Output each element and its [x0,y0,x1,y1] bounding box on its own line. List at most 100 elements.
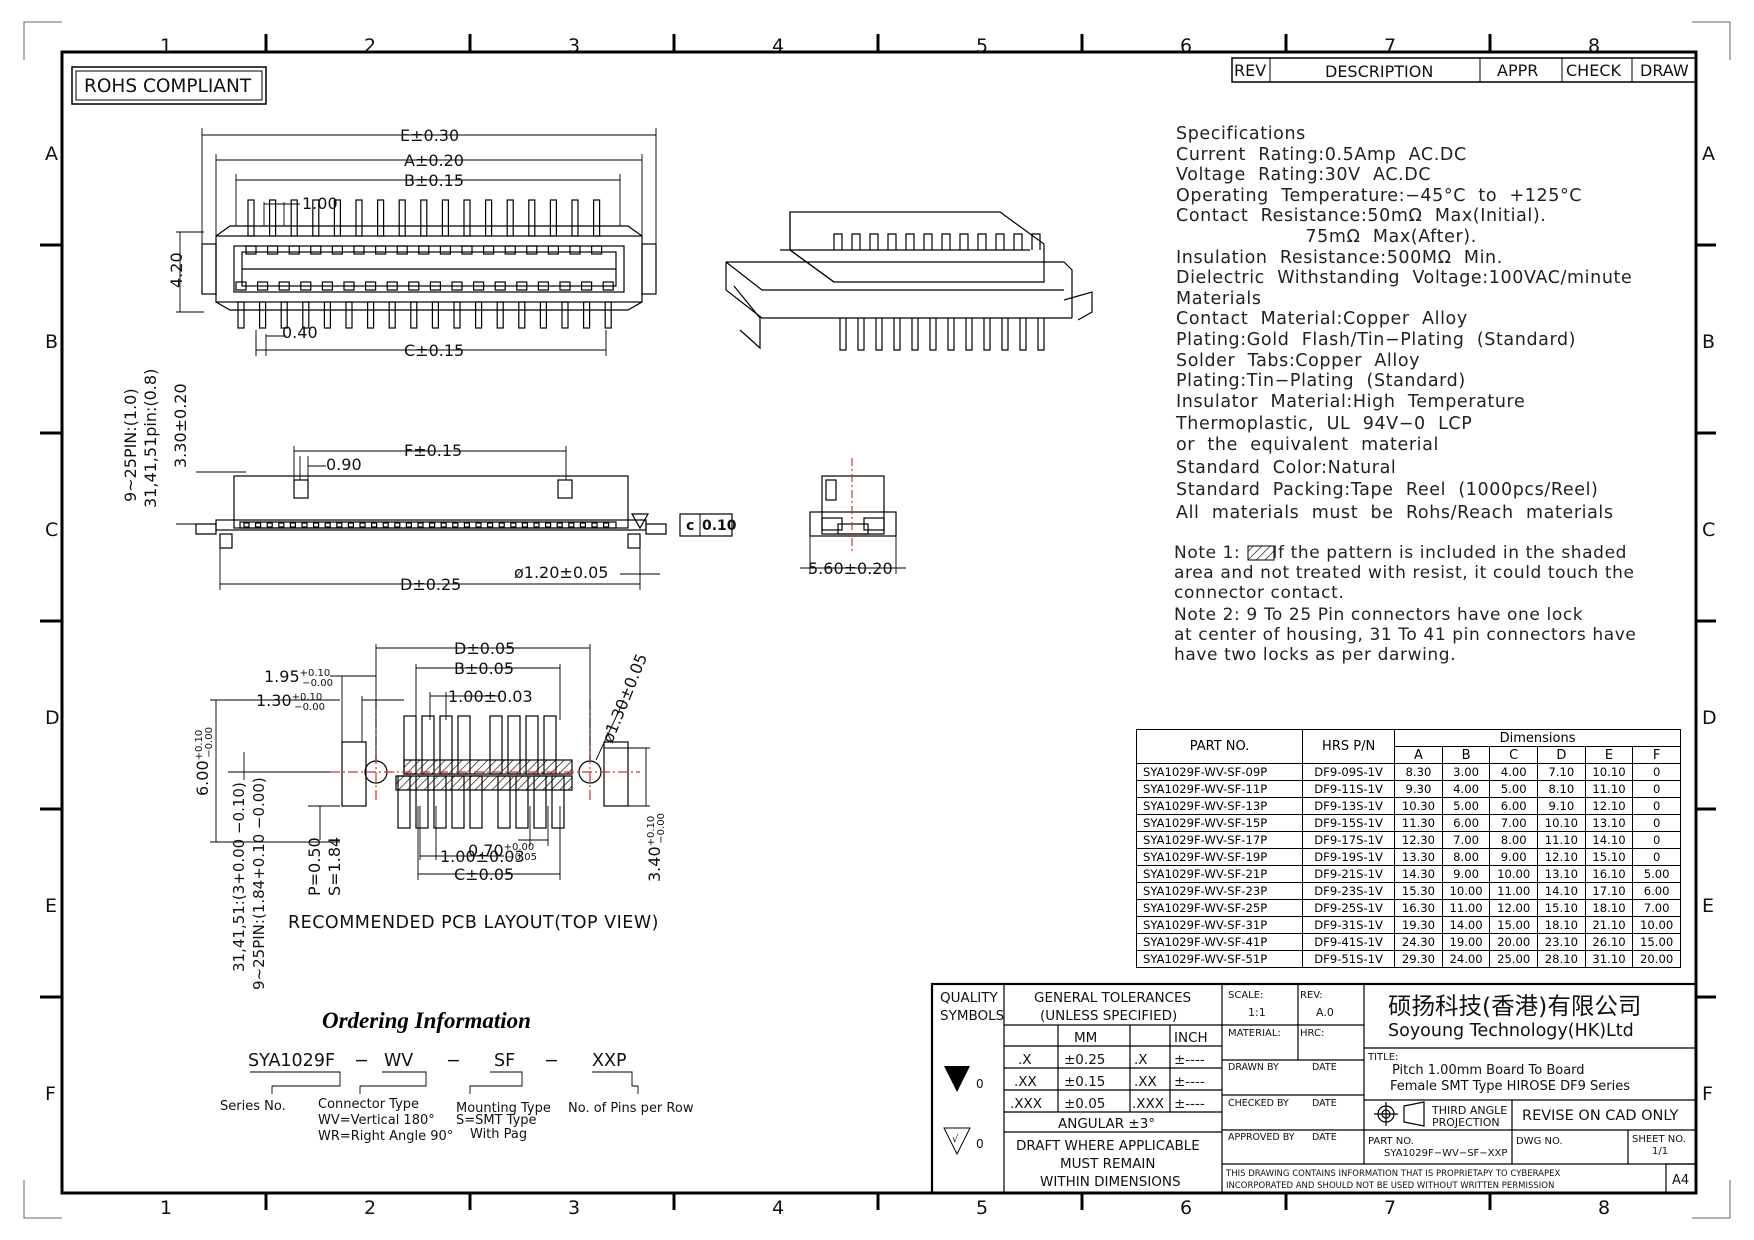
upper-contact [549,199,558,237]
side-pin [266,522,273,528]
material-label: MATERIAL: [1228,1028,1281,1039]
dim-lock: 0.90 [326,455,362,474]
zone-col-5-top: 5 [976,35,988,57]
pcb-dim-340: 3.40+0.10−0.00 [645,813,667,882]
zone-row-f-right: F [1702,1083,1713,1105]
pcb-pad-lower [533,775,547,829]
paper-size: A4 [1672,1173,1689,1188]
flatness-symbol: c [686,518,694,534]
side-pin [371,522,378,528]
pcb-pad-upper [507,715,521,775]
third-angle-projection-icon [1374,1101,1425,1127]
checked-date-label: DATE [1312,1098,1337,1109]
side-pin [394,522,401,528]
code-dash-3: − [544,1051,559,1071]
pcb-pad-lower [415,775,429,829]
upper-contact [506,199,514,237]
code-dash-1: − [354,1051,369,1071]
iso-lower-pin [947,318,955,351]
triangle-outline-icon: √ [943,1127,971,1156]
crop-marks [23,21,1731,1219]
upper-contact-pad [590,245,603,255]
series-desc: Series No. [220,1099,286,1114]
zone-col-7-bottom: 7 [1384,1197,1396,1219]
top-view-dim-labels: E±0.30 A±0.20 B±0.15 1.00 0.40 C±0.15 4.… [167,126,464,360]
quality-sym-value-1: 0 [976,1077,984,1091]
side-pin [382,522,389,528]
dim-pins-9-25: 9~25PIN:(1.0) [121,388,140,502]
zone-col-4-top: 4 [772,35,784,57]
check-header: CHECK [1566,61,1621,80]
connector-desc-3: WR=Right Angle 90° [318,1129,453,1144]
rev-value: A.0 [1316,1006,1334,1019]
mounting-desc-2: S=SMT Type [456,1113,537,1128]
iso-upper-pin [1031,233,1041,250]
lower-contact-pad [559,281,571,291]
dim-c: C±0.15 [404,341,464,360]
iso-upper-pin [851,233,861,250]
pcb-pad-upper [457,715,471,775]
upper-contact [312,199,320,237]
side-pin [533,522,540,528]
lower-contact [561,301,569,329]
company-en: Soyoung Technology(HK)Ltd [1388,1021,1634,1041]
side-pin [544,522,552,528]
dwg-no-label: DWG NO. [1516,1136,1563,1147]
tol-r2-c1: ±0.05 [1064,1096,1105,1112]
iso-upper-pin [977,233,987,250]
lower-contact [302,301,310,329]
side-pin [347,522,354,528]
lower-contact-pad [278,281,290,291]
title-block-texts: QUALITY SYMBOLS GENERAL TOLERANCES (UNLE… [940,990,1689,1191]
iso-lower-pin [893,318,901,351]
title-block [930,982,1698,1195]
dim-hole-side: ø1.20±0.05 [514,563,608,582]
iso-upper-pin [923,233,933,250]
upper-contact [269,199,277,237]
lower-contact-pad [451,281,463,291]
iso-upper-pin [995,233,1005,250]
pcb-dim-d: D±0.05 [454,639,515,658]
dim-height: 4.20 [167,252,186,288]
tol-r0-c3: ±---- [1174,1052,1205,1068]
hrc-label: HRC: [1300,1028,1324,1039]
dim-d-side: D±0.25 [400,575,461,594]
lower-contact-pad [365,281,377,291]
side-pin [498,522,505,528]
dim-pins-31-51: 31,41,51pin:(0.8) [141,369,160,508]
approved-by-label: APPROVED BY [1228,1132,1295,1143]
upper-contact [485,199,493,237]
top-view-dims [176,128,657,356]
iso-lower-pin [875,318,883,351]
pcb-dim-pitch2: 1.00±0.03 [440,847,525,866]
top-view [201,199,657,329]
pcb-caption: RECOMMENDED PCB LAYOUT(TOP VIEW) [288,913,659,933]
zone-row-a-right: A [1702,143,1715,165]
upper-contact [377,199,385,237]
zone-col-4-bottom: 4 [772,1197,784,1219]
appr-header: APPR [1497,61,1538,80]
side-pin [510,522,517,528]
symbols-label: SYMBOLS [940,1008,1004,1024]
iso-pins [833,233,1045,351]
pcb-dim-600: 6.00+0.10−0.00 [193,727,215,796]
side-pin [324,522,331,528]
lower-contact [345,301,353,329]
iso-lower-pin [983,318,991,351]
zone-row-d-right: D [1702,707,1717,729]
pcb-pad-upper [489,715,503,775]
revise-text: REVISE ON CAD ONLY [1522,1108,1679,1124]
tol-r0-c0: .X [1018,1052,1032,1068]
pcb-pad-lower [397,775,411,829]
upper-contact-pad [353,245,365,255]
svg-text:√: √ [952,1134,959,1145]
dim-height-side: 3.30±0.20 [171,383,190,468]
zone-labels: 1 2 3 4 5 6 7 8 1 2 3 4 5 6 7 8 A B C D … [45,35,1717,1219]
ordering-code: SYA1029F − WV − SF − XXP [248,1051,627,1071]
iso-lower-pin [857,318,865,351]
side-pin [463,522,470,528]
code-dash-2: − [446,1051,461,1071]
pcb-dim-070: 0.70+0.00−0.05 [468,841,537,863]
zone-col-5-bottom: 5 [976,1197,988,1219]
zone-row-d-left: D [45,707,60,729]
